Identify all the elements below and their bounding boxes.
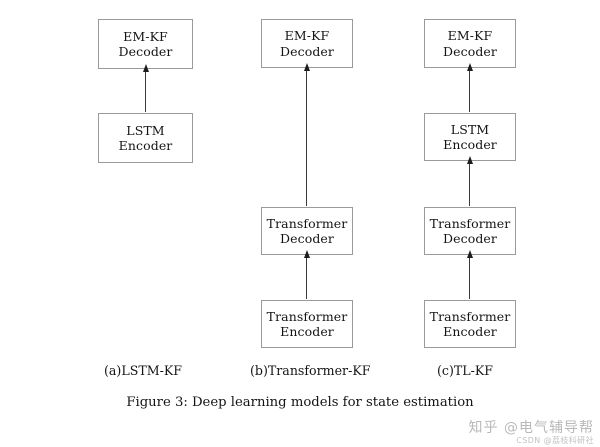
- watermark-secondary-text: CSDN @荔枝科研社: [516, 435, 594, 445]
- node-emkf-decoder-c: EM-KF Decoder: [424, 19, 516, 68]
- subcaption-lstm-kf: (a)LSTM-KF: [104, 363, 183, 378]
- subcaption-transformer-kf: (b)Transformer-KF: [250, 363, 371, 378]
- figure-caption: Figure 3: Deep learning models for state…: [126, 395, 474, 410]
- node-lstm-encoder-a: LSTM Encoder: [98, 113, 193, 163]
- arrow-transformer-decoder-to-emkf-b: [306, 70, 307, 206]
- arrow-lstm-to-emkf-a: [145, 71, 146, 112]
- node-label-line1: EM-KF: [123, 28, 168, 44]
- node-transformer-decoder-c: Transformer Decoder: [424, 207, 516, 255]
- node-transformer-encoder-b: Transformer Encoder: [261, 300, 353, 348]
- node-transformer-decoder-b: Transformer Decoder: [261, 207, 353, 255]
- node-label-line2: Decoder: [279, 43, 335, 59]
- subcaption-tl-kf: (c)TL-KF: [437, 363, 494, 378]
- node-label-line2: Encoder: [443, 137, 497, 152]
- node-label-line1: EM-KF: [447, 28, 493, 44]
- node-transformer-encoder-c: Transformer Encoder: [424, 300, 516, 348]
- node-label-line1: LSTM: [126, 122, 165, 138]
- watermark-primary-text: 知乎 @电气辅导帮: [468, 419, 594, 436]
- node-label-line1: Transformer: [429, 215, 511, 231]
- watermark: 知乎 @电气辅导帮 CSDN @荔枝科研社: [469, 421, 594, 445]
- arrow-transformer-decoder-to-lstm-c: [469, 163, 470, 206]
- arrow-lstm-to-emkf-c: [469, 70, 470, 112]
- node-label-line1: EM-KF: [284, 28, 330, 44]
- node-label-line1: Transformer: [429, 308, 511, 324]
- node-label-line1: LSTM: [450, 121, 490, 137]
- node-label-line2: Decoder: [442, 43, 498, 59]
- node-label-line2: Decoder: [279, 231, 335, 246]
- node-label-line2: Decoder: [118, 44, 173, 59]
- node-label-line1: Transformer: [266, 215, 348, 231]
- arrow-transformer-encoder-to-decoder-c: [469, 257, 470, 299]
- node-label-line2: Encoder: [443, 324, 497, 339]
- arrow-transformer-encoder-to-decoder-b: [306, 257, 307, 299]
- node-label-line2: Encoder: [118, 138, 173, 153]
- node-label-line1: Transformer: [266, 308, 348, 324]
- node-label-line2: Decoder: [442, 231, 498, 246]
- node-lstm-encoder-c: LSTM Encoder: [424, 113, 516, 161]
- node-emkf-decoder-b: EM-KF Decoder: [261, 19, 353, 68]
- node-emkf-decoder-a: EM-KF Decoder: [98, 19, 193, 69]
- node-label-line2: Encoder: [280, 324, 334, 339]
